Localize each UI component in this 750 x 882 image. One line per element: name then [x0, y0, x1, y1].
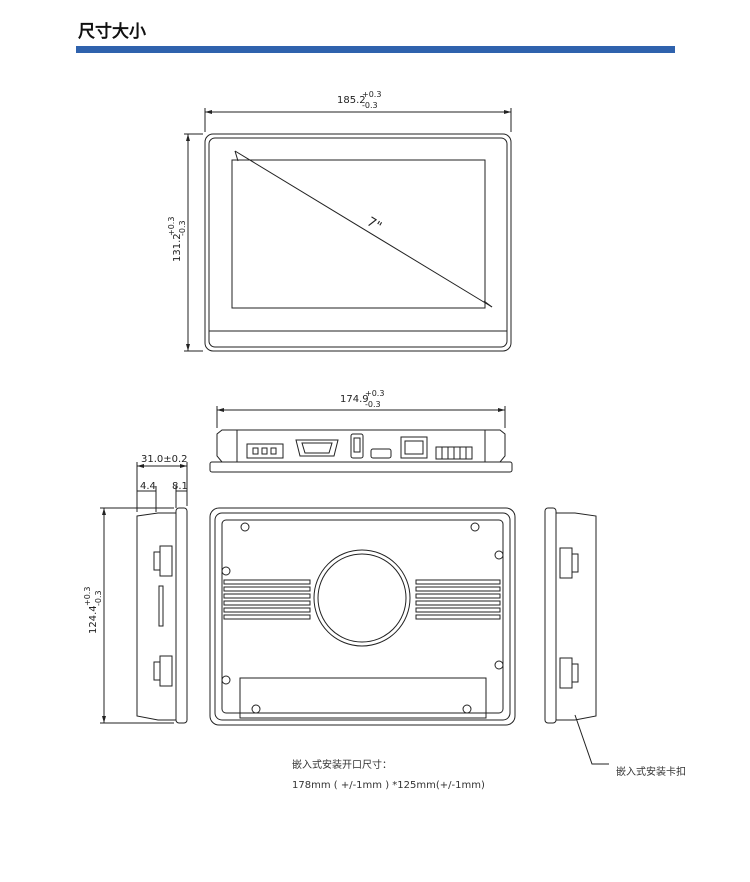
bottom-width-label: 174.9 — [340, 394, 369, 405]
clip-leader-line — [574, 714, 609, 765]
bottom-view — [209, 406, 513, 473]
bottom-width-tol-plus: +0.3 — [365, 389, 384, 398]
side-b-label: 8.1 — [172, 481, 188, 492]
right-side-view — [544, 507, 609, 765]
cutout-label: 嵌入式安装开口尺寸： — [292, 760, 392, 771]
vent-slots-left — [223, 579, 311, 620]
usb-port — [350, 433, 364, 459]
back-cover-circle — [313, 549, 411, 647]
serial-port — [295, 439, 339, 457]
front-height-label: 131.2 — [172, 233, 183, 262]
section-title: 尺寸大小 — [78, 22, 146, 42]
front-view — [184, 108, 512, 352]
screen-size-label: 7" — [364, 215, 384, 235]
back-height-tol-plus: +0.3 — [83, 587, 92, 606]
front-height-tol-plus: +0.3 — [167, 217, 176, 236]
back-height-label: 124.4 — [88, 605, 99, 634]
bottom-width-tol-minus: -0.3 — [365, 400, 381, 409]
vent-slots-right — [415, 579, 501, 620]
front-width-tol-plus: +0.3 — [362, 90, 381, 99]
front-width-tol-minus: -0.3 — [362, 101, 378, 110]
mini-usb-port — [370, 448, 392, 459]
power-terminal — [246, 443, 284, 459]
front-width-label: 185.2 — [337, 95, 366, 106]
screen-diagonal — [234, 150, 493, 308]
cutout-value: 178mm ( +/-1mm ) *125mm(+/-1mm) — [292, 780, 485, 791]
side-a-label: 4.4 — [140, 481, 156, 492]
front-height-tol-minus: -0.3 — [178, 220, 187, 236]
ethernet-port — [400, 436, 428, 459]
clip-label: 嵌入式安装卡扣 — [616, 767, 686, 778]
left-side-view — [100, 462, 188, 724]
title-accent-bar — [76, 46, 675, 53]
side-depth-label: 31.0±0.2 — [141, 454, 188, 465]
back-height-tol-minus: -0.3 — [94, 590, 103, 606]
back-view — [209, 507, 516, 726]
